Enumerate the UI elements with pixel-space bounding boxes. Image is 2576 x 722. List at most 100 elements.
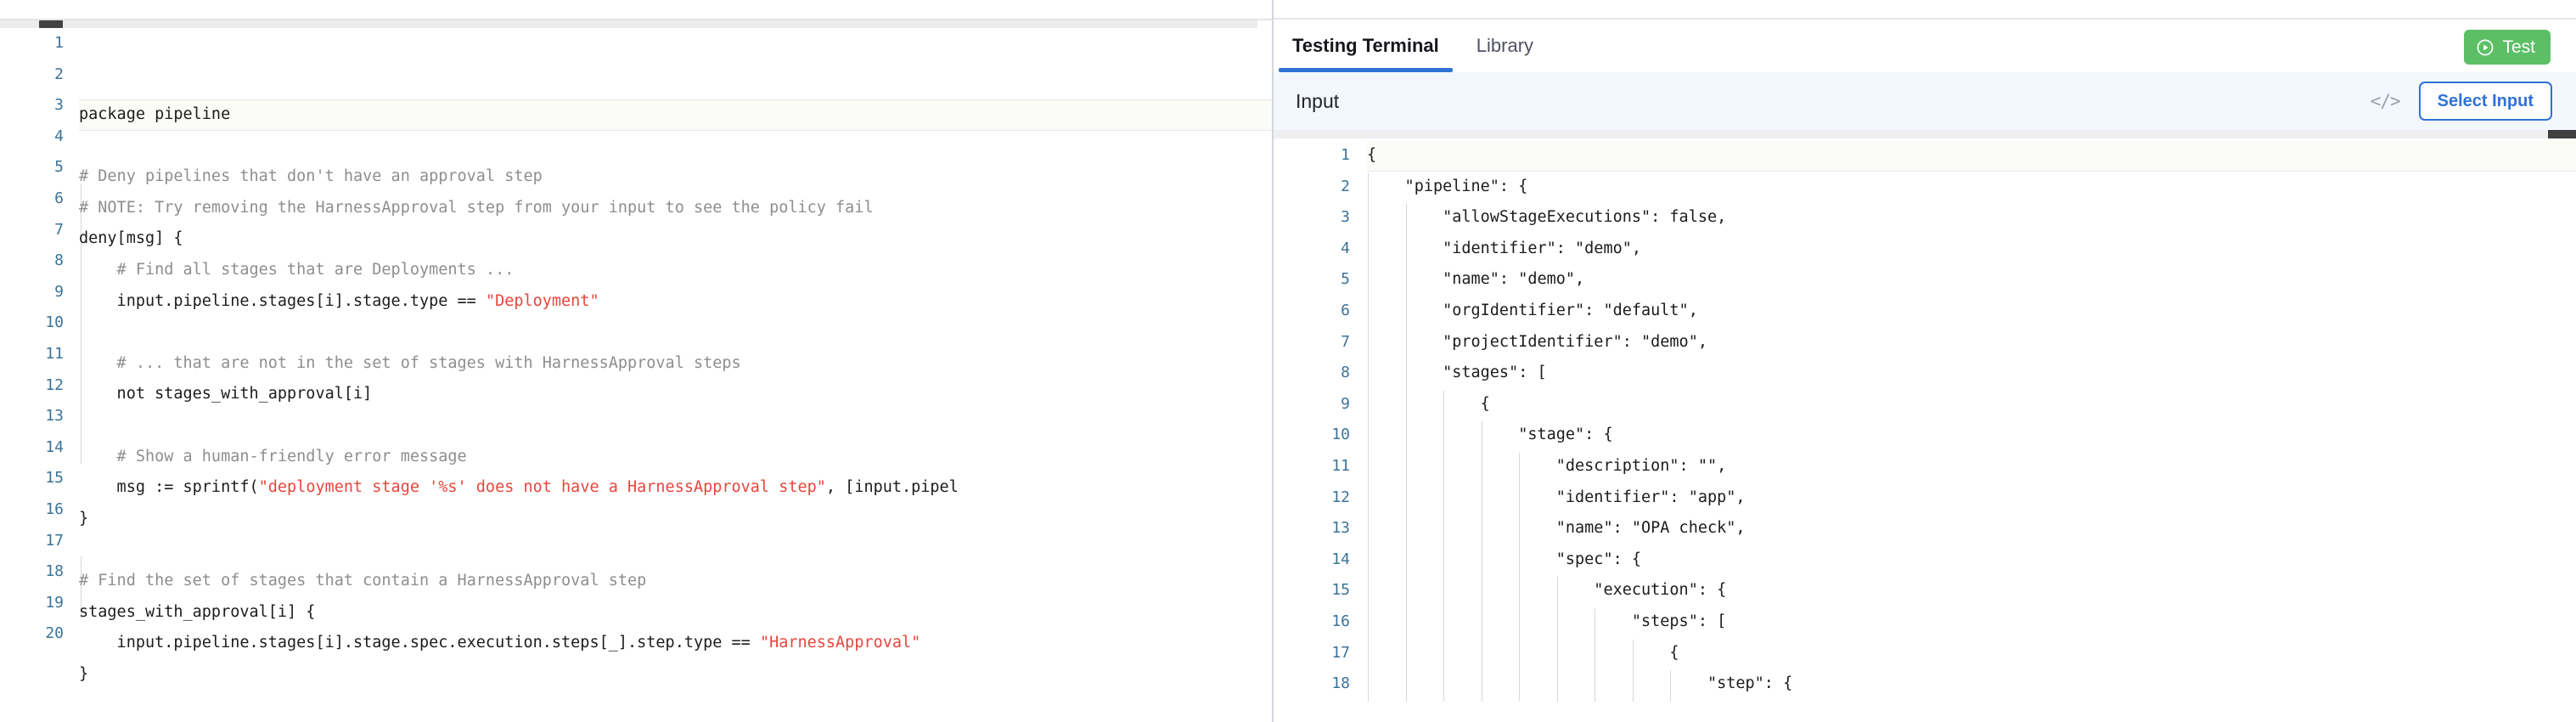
code-token: } <box>79 664 89 683</box>
indent-guide <box>1443 390 1445 702</box>
code-line[interactable]: package pipeline <box>79 99 1272 131</box>
line-number: 1 <box>54 34 64 52</box>
tab-library[interactable]: Library <box>1458 20 1552 72</box>
line-number: 19 <box>45 593 64 612</box>
json-line[interactable]: "stages": [ <box>1367 364 1547 382</box>
code-line[interactable]: deny[msg] { <box>79 223 1272 255</box>
line-number: 11 <box>45 344 64 363</box>
line-number: 10 <box>1331 426 1350 444</box>
code-line[interactable] <box>79 534 1272 566</box>
test-button[interactable]: Test <box>2464 30 2551 65</box>
json-line[interactable]: "stage": { <box>1367 426 1613 444</box>
line-number: 11 <box>1331 456 1350 475</box>
input-title: Input <box>1296 89 1340 112</box>
line-number: 17 <box>45 531 64 550</box>
code-line[interactable]: # ... that are not in the set of stages … <box>79 348 1272 380</box>
line-number: 3 <box>1341 208 1350 227</box>
code-token: "HarnessApproval" <box>759 634 921 652</box>
code-token: input.pipeline.stages[i].stage.type == <box>79 291 486 310</box>
json-line[interactable]: "spec": { <box>1367 550 1642 568</box>
json-line[interactable]: { <box>1367 643 1679 662</box>
tab-testing-terminal[interactable]: Testing Terminal <box>1274 20 1458 72</box>
input-section-header: Input </> Select Input <box>1274 72 2576 130</box>
code-token: stages_with_approval[i] { <box>79 602 316 621</box>
json-line[interactable]: "projectIdentifier": "demo", <box>1367 332 1707 351</box>
code-line[interactable]: # Show a human-friendly error message <box>79 442 1272 473</box>
json-line[interactable]: "pipeline": { <box>1367 177 1528 195</box>
line-number: 15 <box>1331 581 1350 600</box>
line-number: 18 <box>1331 674 1350 693</box>
code-line[interactable]: not stages_with_approval[i] <box>79 379 1272 410</box>
code-line[interactable] <box>79 690 1272 721</box>
code-line[interactable]: input.pipeline.stages[i].stage.type == "… <box>79 286 1272 318</box>
line-number: 6 <box>1341 301 1350 319</box>
code-line[interactable] <box>79 131 1272 162</box>
json-line[interactable]: "orgIdentifier": "default", <box>1367 301 1698 319</box>
json-line[interactable]: "description": "", <box>1367 456 1727 475</box>
json-line[interactable]: { <box>1367 394 1490 413</box>
indent-guide <box>1405 204 1407 702</box>
indent-guide <box>1556 577 1558 702</box>
scrollbar-thumb[interactable] <box>39 20 63 28</box>
code-line[interactable] <box>79 410 1272 442</box>
json-line[interactable]: "identifier": "demo", <box>1367 239 1642 257</box>
code-line[interactable]: input.pipeline.stages[i].stage.spec.exec… <box>79 628 1272 659</box>
json-line[interactable]: "name": "demo", <box>1367 270 1585 289</box>
json-line[interactable]: "identifier": "app", <box>1367 488 1746 506</box>
code-token: # Deny pipelines that don't have an appr… <box>79 167 543 186</box>
json-line[interactable]: "name": "OPA check", <box>1367 519 1746 538</box>
line-number: 2 <box>54 65 64 83</box>
policy-code-lines[interactable]: package pipeline # Deny pipelines that d… <box>79 28 1272 722</box>
json-line[interactable]: "steps": [ <box>1367 612 1727 630</box>
indent-guide <box>81 183 82 464</box>
line-number: 8 <box>54 251 64 270</box>
line-number: 20 <box>45 624 64 643</box>
code-token: "deployment stage '%s' does not have a H… <box>258 478 826 497</box>
code-line[interactable]: } <box>79 659 1272 691</box>
code-line[interactable] <box>79 317 1272 348</box>
code-token: # ... that are not in the set of stages … <box>79 353 741 372</box>
code-line[interactable]: # Find the set of stages that contain a … <box>79 566 1272 597</box>
line-number: 7 <box>1341 332 1350 351</box>
line-number: 1 <box>1341 146 1350 164</box>
test-button-label: Test <box>2502 37 2535 57</box>
code-token: not stages_with_approval[i] <box>79 385 373 403</box>
line-number: 8 <box>1341 364 1350 382</box>
policy-editor-horizontal-scrollbar[interactable] <box>0 20 1257 28</box>
code-token: msg := sprintf( <box>79 478 259 497</box>
json-horizontal-scrollbar[interactable] <box>1274 130 2576 138</box>
select-input-button[interactable]: Select Input <box>2418 82 2552 121</box>
json-line[interactable]: { <box>1367 140 2576 172</box>
code-brackets-icon[interactable]: </> <box>2370 91 2401 111</box>
code-token: # NOTE: Try removing the HarnessApproval… <box>79 198 874 217</box>
line-number: 15 <box>45 469 64 488</box>
tab-label: Testing Terminal <box>1292 35 1439 56</box>
json-line[interactable]: "execution": { <box>1367 581 1727 600</box>
code-line[interactable]: stages_with_approval[i] { <box>79 597 1272 629</box>
json-code-lines[interactable]: { "pipeline": { "allowStageExecutions": … <box>1367 140 2576 722</box>
code-line[interactable]: # NOTE: Try removing the HarnessApproval… <box>79 193 1272 224</box>
line-number: 4 <box>1341 239 1350 257</box>
line-number: 16 <box>45 499 64 518</box>
input-header-actions: </> Select Input <box>2371 82 2552 121</box>
indent-guide <box>1670 670 1672 702</box>
line-number: 3 <box>54 96 64 115</box>
code-line[interactable]: msg := sprintf("deployment stage '%s' do… <box>79 472 1272 504</box>
right-pane-top-strip <box>1274 0 2576 20</box>
scrollbar-thumb[interactable] <box>2548 130 2576 138</box>
line-number: 2 <box>1341 177 1350 195</box>
line-number: 16 <box>1331 612 1350 630</box>
code-line[interactable]: # Find all stages that are Deployments .… <box>79 255 1272 286</box>
play-circle-icon <box>2476 38 2494 57</box>
code-line[interactable]: # Deny pipelines that don't have an appr… <box>79 161 1272 193</box>
json-line[interactable]: "step": { <box>1367 674 1793 693</box>
code-line[interactable]: } <box>79 504 1272 535</box>
json-editor-topbar <box>1274 130 2576 140</box>
line-number: 13 <box>1331 519 1350 538</box>
line-number: 5 <box>1341 270 1350 289</box>
json-line[interactable]: "allowStageExecutions": false, <box>1367 208 1727 227</box>
